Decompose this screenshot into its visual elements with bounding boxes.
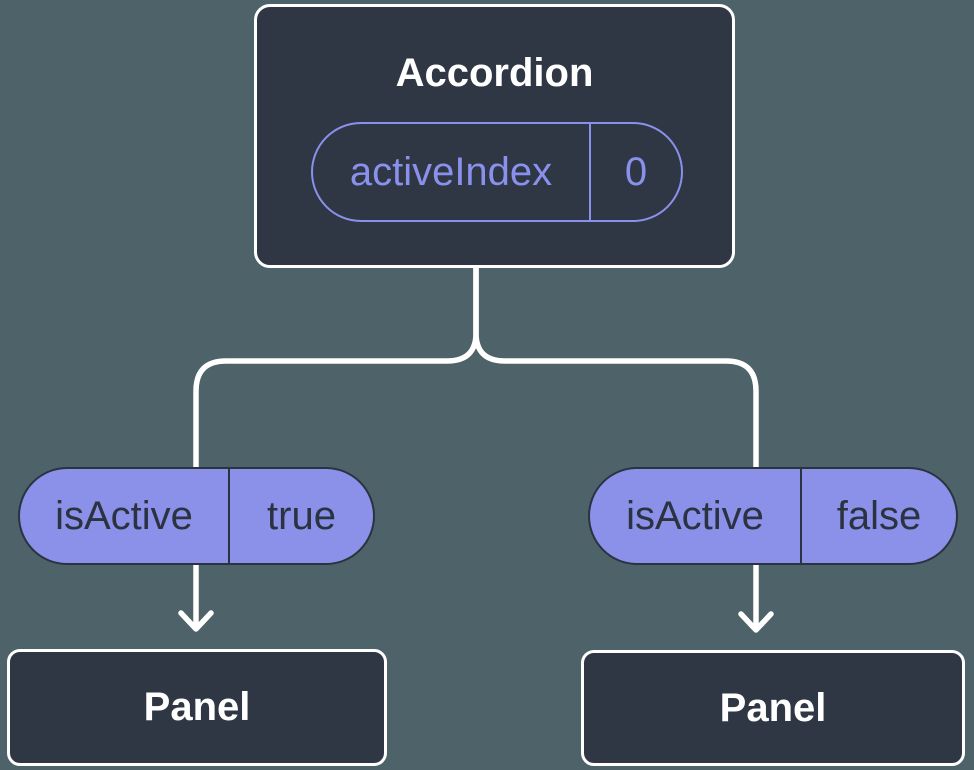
panel-node-left: Panel	[7, 649, 387, 766]
state-pill-value: 0	[624, 149, 648, 194]
branch-line-left	[193, 263, 479, 627]
panel-node-title: Panel	[143, 685, 251, 729]
prop-pill-isactive-left: isActive true	[18, 467, 375, 565]
prop-pill-key: isActive	[20, 469, 230, 563]
branch-line-right	[473, 263, 759, 628]
panel-node-title: Panel	[719, 685, 827, 730]
prop-pill-value: false	[836, 493, 922, 538]
arrow-down-icon	[738, 611, 774, 633]
accordion-node: Accordion activeIndex 0	[254, 4, 735, 268]
prop-pill-value: true	[267, 493, 336, 538]
arrow-down-icon	[178, 610, 214, 632]
prop-pill-key: isActive	[590, 469, 802, 563]
panel-node-right: Panel	[581, 650, 965, 766]
prop-pill-isactive-right: isActive false	[588, 467, 958, 565]
state-pill-activeindex: activeIndex 0	[311, 122, 683, 222]
state-pill-key: activeIndex	[313, 124, 591, 220]
accordion-node-title: Accordion	[395, 51, 594, 95]
